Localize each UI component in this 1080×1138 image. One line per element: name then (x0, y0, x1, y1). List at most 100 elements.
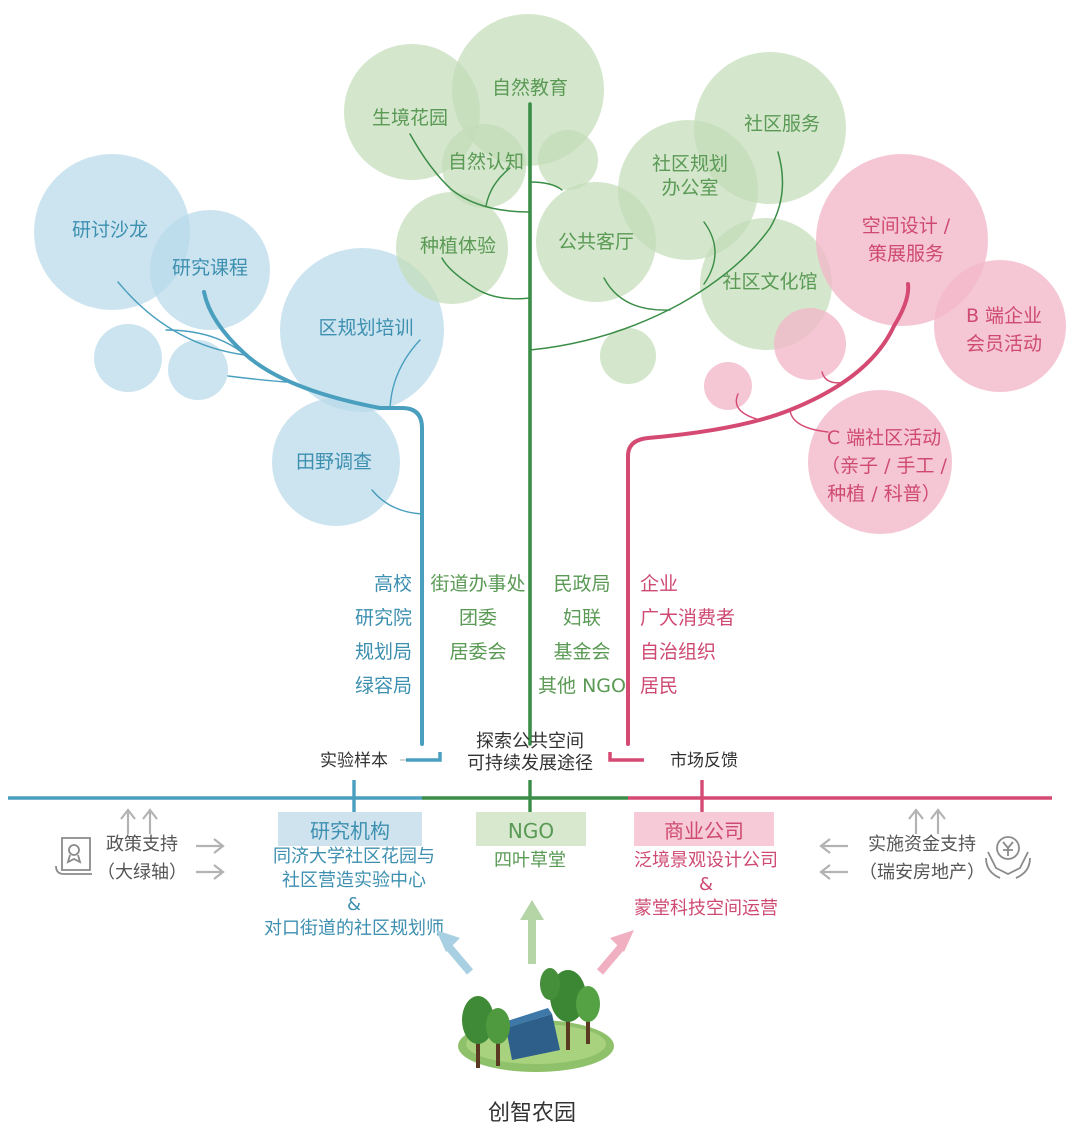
bubble-label-pink: B 端企业会员活动 (966, 305, 1042, 355)
funding-support-text-line: 实施资金支持 (868, 834, 976, 855)
blue-branch (227, 375, 287, 383)
green-circle (600, 328, 656, 384)
flow-center-text: 探索公共空间可持续发展途径 (467, 731, 593, 774)
bubble-label-blue: 研究课程 (172, 257, 248, 279)
business-desc-line: & (699, 874, 713, 895)
bubble-label-blue: 区规划培训 (318, 317, 413, 339)
stakeholder-green-left-line: 团委 (459, 607, 497, 629)
ngo-desc-line: 四叶草堂 (494, 850, 566, 871)
funding-support (819, 808, 1031, 880)
garden-arrows (436, 900, 634, 975)
green-trunk (409, 102, 784, 746)
bubble-label-pink-line: 空间设计 / (862, 215, 951, 237)
business-tag-bg (634, 812, 774, 846)
stakeholder-pink: 广大消费者 (640, 607, 735, 629)
pink-branch (735, 393, 761, 421)
stakeholder-pink-line: 企业 (640, 573, 678, 595)
green-branch (703, 221, 716, 285)
funding-support-text-line: （瑞安房地产） (859, 862, 985, 883)
stakeholder-green-left: 街道办事处 (430, 573, 525, 595)
bubble-label-green-line: 自然教育 (492, 77, 568, 99)
stakeholder-green-right: 妇联 (563, 607, 601, 629)
bubble-label-pink-line: （亲子 / 手工 / (821, 455, 948, 477)
stakeholder-blue: 绿容局 (355, 675, 412, 697)
pink-trunk (626, 282, 911, 746)
blue-circle (168, 340, 228, 400)
up-arrows-left (120, 808, 158, 834)
stakeholder-blue: 规划局 (355, 641, 412, 663)
green-branch (409, 133, 531, 213)
bubble-label-pink-line: 会员活动 (966, 333, 1042, 355)
research-desc-line: 对口街道的社区规划师 (264, 918, 444, 939)
policy-support-text-line: 政策支持 (106, 834, 178, 855)
business-desc-line: 蒙堂科技空间运营 (634, 898, 778, 919)
blue-trunk-main (202, 290, 424, 746)
bubble-label-green: 种植体验 (420, 235, 496, 257)
bubble-label-green-line: 自然认知 (448, 151, 524, 173)
stakeholder-pink-line: 广大消费者 (640, 607, 735, 629)
pink-circle (808, 390, 952, 534)
green-branch (529, 151, 784, 351)
stakeholder-green-left-line: 居委会 (449, 641, 506, 663)
pink-flow-hook (608, 752, 644, 762)
money-hands-icon (985, 836, 1031, 879)
bubble-label-blue-line: 研究课程 (172, 257, 248, 279)
stakeholder-blue: 研究院 (355, 607, 412, 629)
stakeholder-pink: 自治组织 (640, 641, 716, 663)
org-descriptions: 同济大学社区花园与社区营造实验中心&对口街道的社区规划师四叶草堂泛境景观设计公司… (264, 846, 778, 939)
stakeholder-green-left: 居委会 (449, 641, 506, 663)
green-bubble-group (344, 14, 846, 384)
arrow-to-business-head (610, 930, 634, 952)
blue-branch (117, 281, 246, 356)
up-arrows-right (908, 808, 946, 834)
stakeholder-blue-line: 高校 (374, 573, 412, 595)
certificate-icon (55, 837, 92, 875)
ngo-desc: 四叶草堂 (494, 850, 566, 871)
ngo-tag: NGO (508, 819, 554, 843)
blue-circle (280, 248, 444, 412)
research-desc-line: 同济大学社区花园与 (273, 846, 435, 867)
bubble-label-pink-line: 策展服务 (868, 243, 944, 265)
bubble-label-blue-line: 区规划培训 (318, 317, 413, 339)
bubble-label-green-line: 生境花园 (372, 107, 448, 129)
bubble-label-blue: 研讨沙龙 (72, 219, 148, 241)
flow-center-text-line: 可持续发展途径 (467, 753, 593, 774)
bubble-label-green: 社区服务 (744, 113, 820, 135)
right-arrows-left (196, 838, 225, 880)
blue-branch (371, 489, 423, 515)
stakeholder-green-left-line: 街道办事处 (430, 573, 525, 595)
research-desc-line: & (347, 894, 361, 915)
bubble-label-green: 生境花园 (372, 107, 448, 129)
pink-circle (704, 362, 752, 410)
stakeholder-blue: 高校 (374, 573, 412, 595)
stakeholder-green-right-line: 妇联 (563, 607, 601, 629)
stakeholder-green-right-line: 民政局 (553, 573, 610, 595)
stakeholder-green-right: 民政局 (553, 573, 610, 595)
blue-branch (389, 339, 421, 409)
stakeholder-green-right-line: 基金会 (553, 641, 610, 663)
stakeholder-pink-line: 居民 (640, 675, 678, 697)
bubble-label-green: 社区文化馆 (722, 271, 817, 293)
blue-trunk (117, 281, 424, 746)
green-circle (442, 124, 526, 208)
blue-branch (165, 329, 245, 355)
arrow-to-ngo-head (520, 900, 544, 920)
root-label: 创智农园 (488, 1101, 576, 1126)
bubble-label-pink-line: B 端企业 (966, 305, 1042, 327)
bubble-label-pink-line: C 端社区活动 (827, 427, 941, 449)
green-branch (485, 167, 511, 207)
pink-circle (774, 308, 846, 380)
blue-flow-hook (406, 752, 442, 762)
bubble-label-green-line: 社区服务 (744, 113, 820, 135)
research-tag: 研究机构 (310, 819, 390, 843)
bubble-label-green-line: 公共客厅 (558, 231, 634, 253)
research-desc-line: 社区营造实验中心 (282, 870, 426, 891)
arrow-to-business (596, 943, 626, 975)
bubble-label-blue-line: 田野调查 (296, 451, 372, 473)
bubble-label-green: 社区规划办公室 (652, 153, 728, 199)
stakeholder-green-right: 基金会 (553, 641, 610, 663)
bubble-label-pink: 空间设计 / 策展服务 (862, 215, 951, 265)
green-branch (441, 257, 531, 300)
